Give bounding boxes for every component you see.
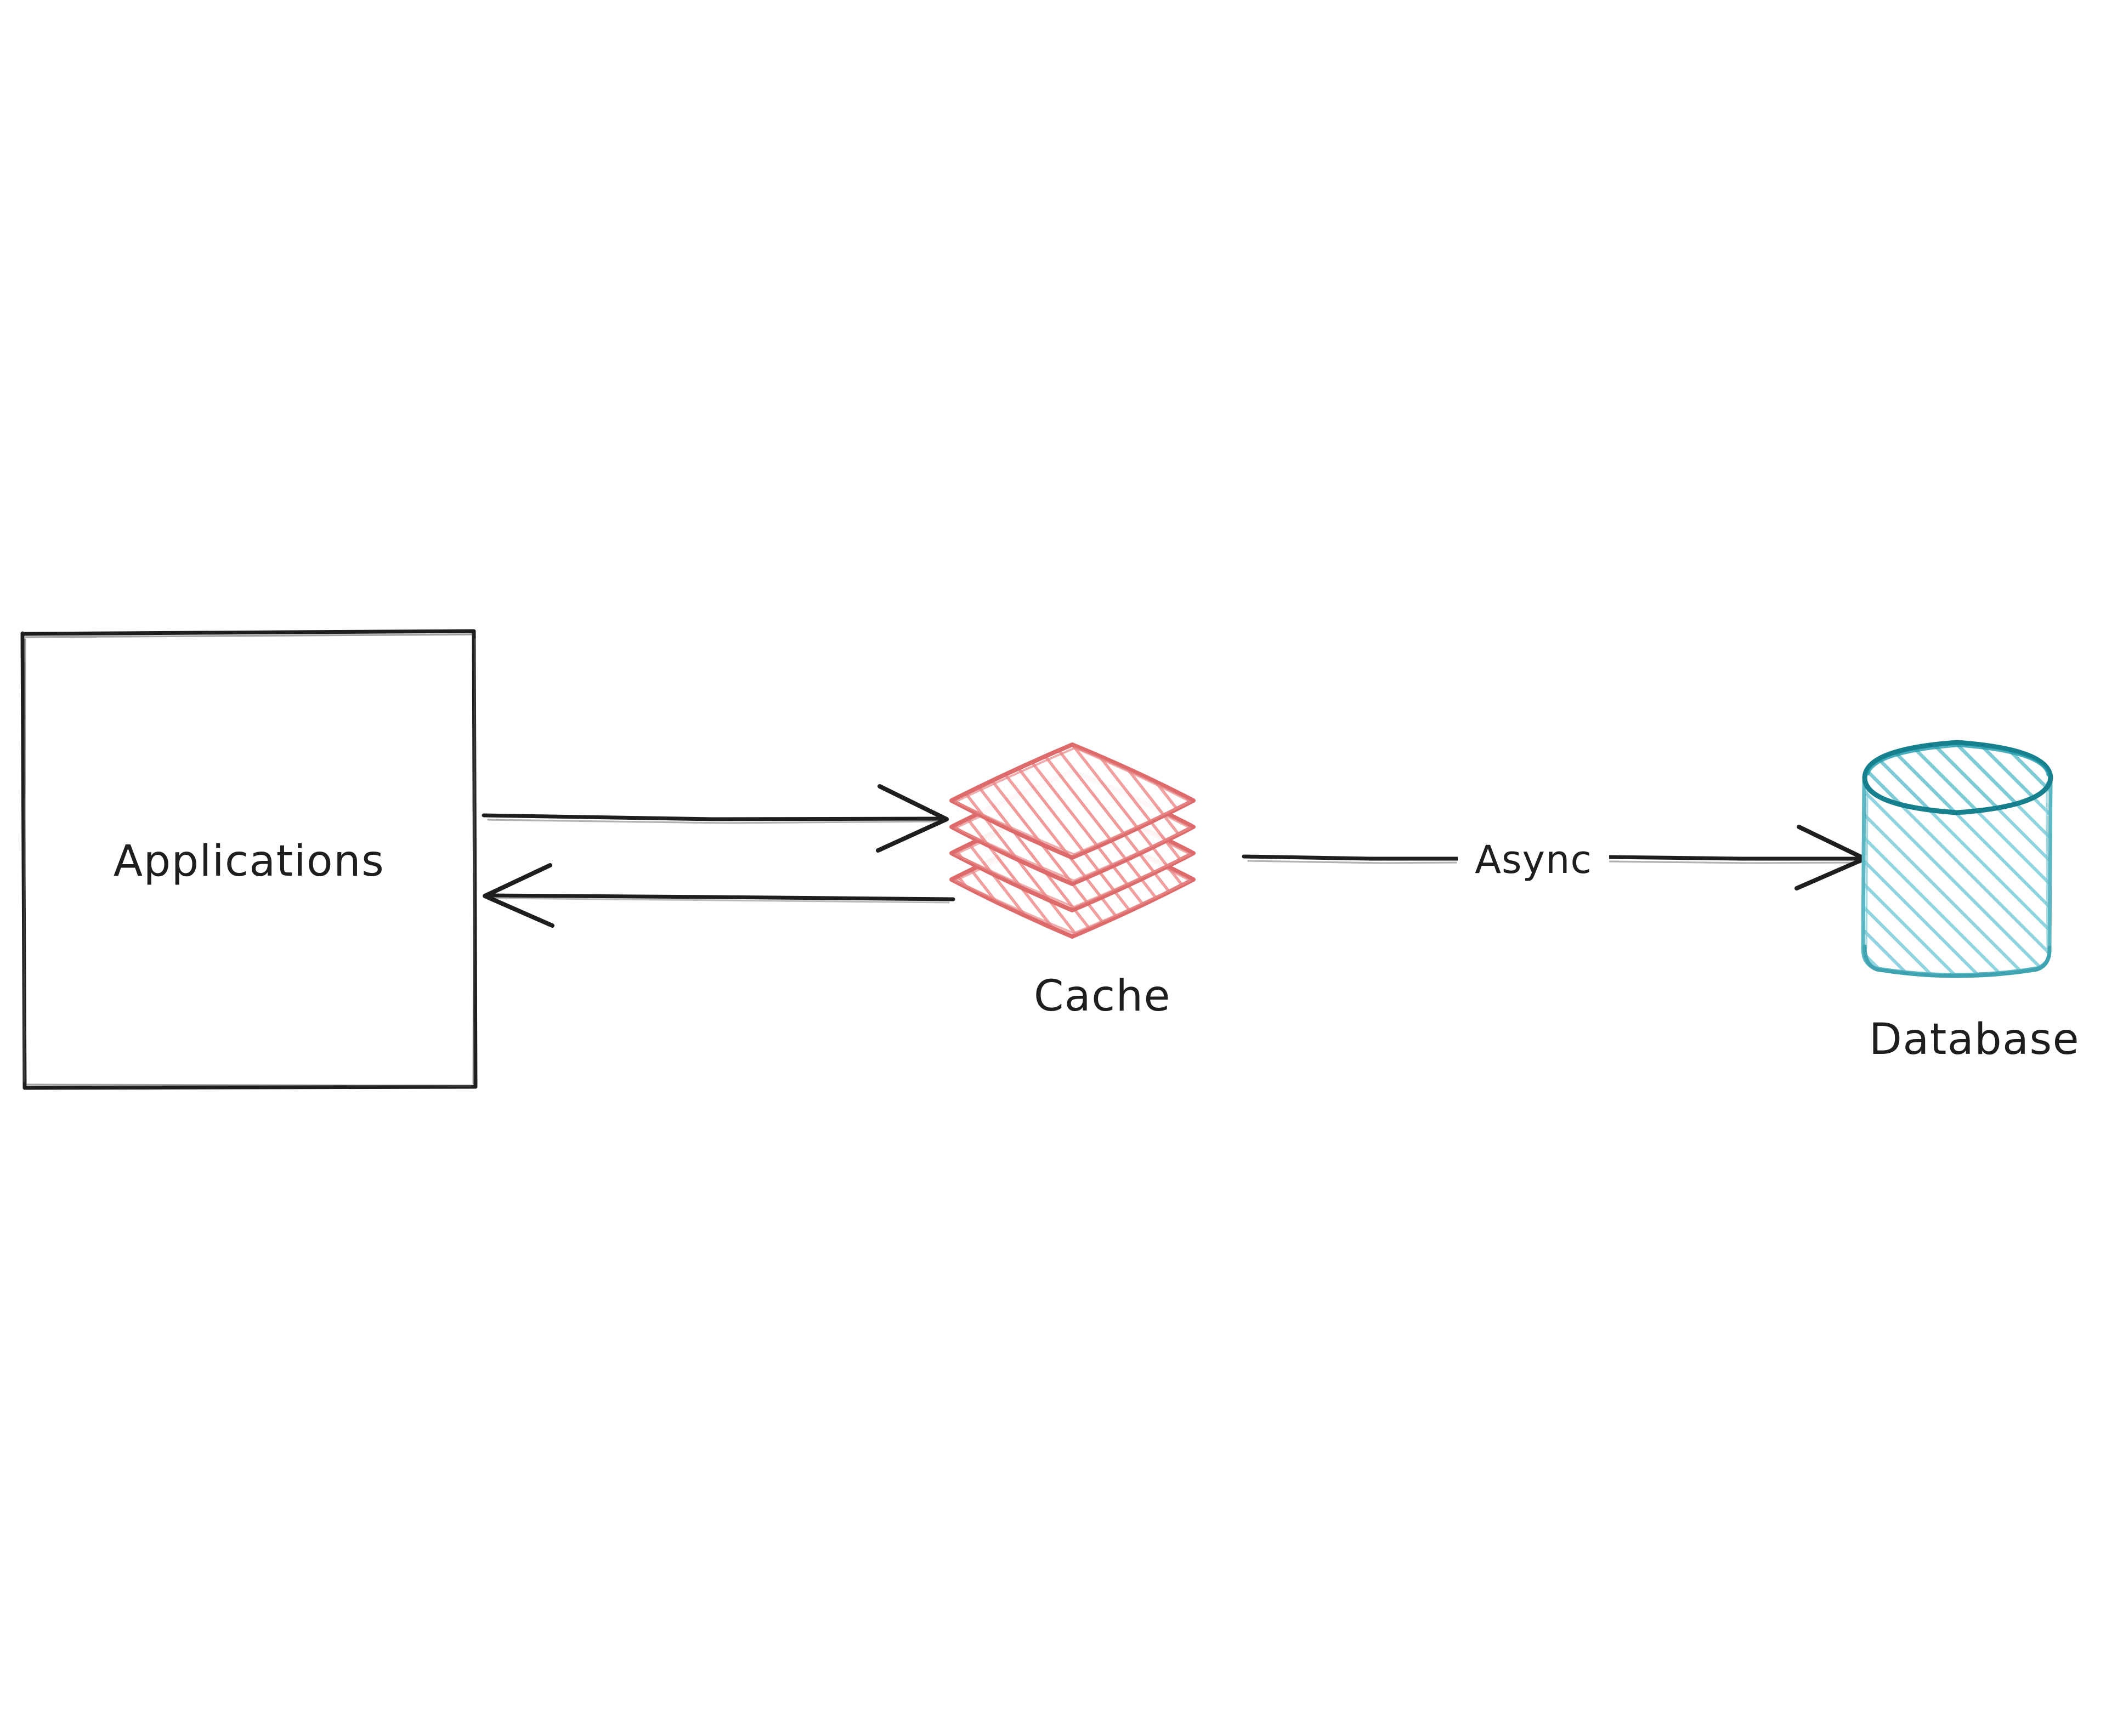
async-edge-label: Async xyxy=(1475,837,1592,882)
async-label-backdrop xyxy=(1458,827,1609,890)
cache-label: Cache xyxy=(1034,972,1171,1021)
edge-cache-to-app[interactable] xyxy=(483,863,955,928)
node-database[interactable]: Database xyxy=(1861,740,2080,1064)
edge-cache-to-database[interactable]: Async xyxy=(1242,825,1867,890)
applications-label: Applications xyxy=(114,837,384,886)
cache-layer-top xyxy=(949,742,1196,860)
node-applications[interactable]: Applications xyxy=(20,629,478,1090)
database-label: Database xyxy=(1869,1015,2080,1064)
node-cache[interactable]: Cache xyxy=(949,742,1196,1021)
edge-app-to-cache[interactable] xyxy=(482,784,949,853)
